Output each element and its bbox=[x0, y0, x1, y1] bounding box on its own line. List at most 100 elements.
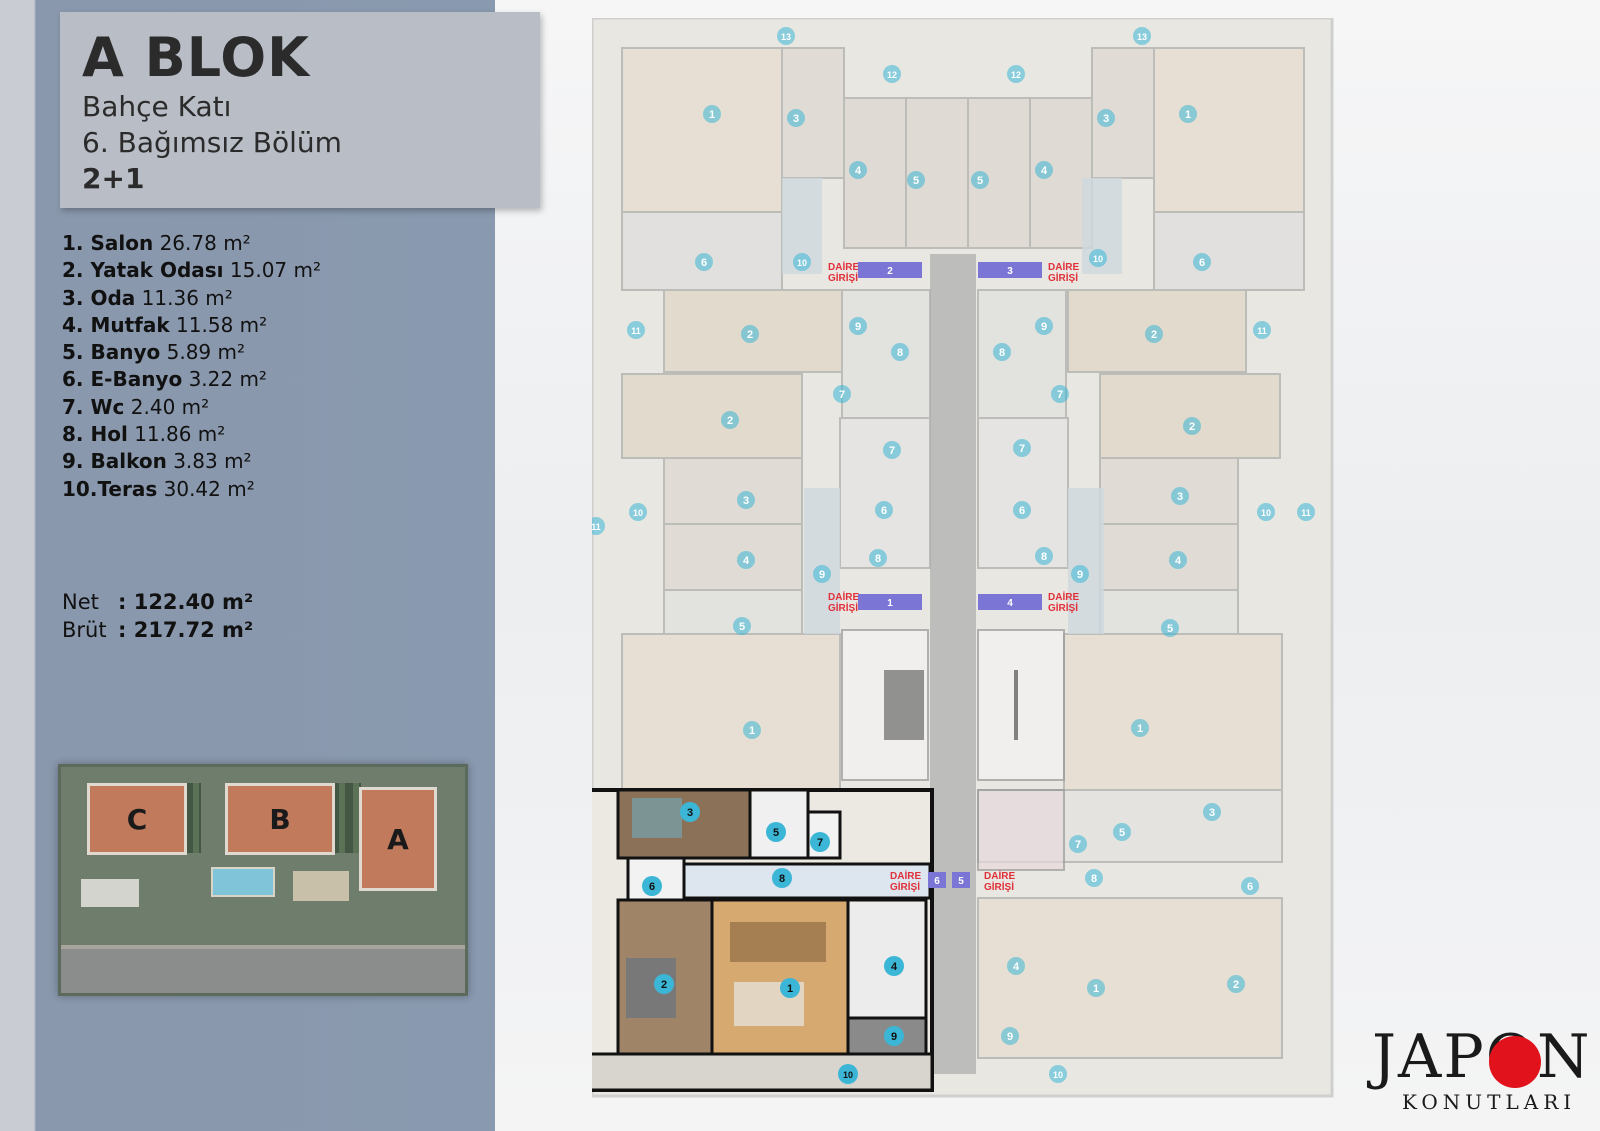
svg-text:2: 2 bbox=[1233, 979, 1239, 991]
room bbox=[977, 289, 1067, 419]
logo-red-dot bbox=[1489, 1036, 1541, 1088]
info-panel: A BLOK Bahçe Katı 6. Bağımsız Bölüm 2+1 … bbox=[0, 0, 540, 1131]
svg-text:GİRİŞİ: GİRİŞİ bbox=[890, 880, 920, 893]
svg-text:7: 7 bbox=[817, 837, 823, 849]
room bbox=[1099, 523, 1239, 591]
room-item: 6. E-Banyo 3.22 m² bbox=[62, 367, 267, 392]
tree-row bbox=[331, 783, 361, 853]
svg-text:10: 10 bbox=[1053, 1070, 1063, 1080]
gross-area: Brüt: 217.72 m² bbox=[62, 618, 254, 642]
room-number-marker: 4 bbox=[1035, 161, 1053, 179]
svg-text:7: 7 bbox=[1075, 839, 1081, 851]
corridor bbox=[804, 488, 840, 634]
room-number-marker: 3 bbox=[737, 491, 755, 509]
svg-text:3: 3 bbox=[793, 113, 799, 125]
svg-text:1: 1 bbox=[1093, 983, 1099, 995]
room-number-marker: 7 bbox=[833, 385, 851, 403]
svg-text:12: 12 bbox=[1011, 70, 1021, 80]
room bbox=[1063, 633, 1283, 791]
corridor bbox=[930, 254, 976, 1074]
unit-name: 6. Bağımsız Bölüm bbox=[82, 126, 342, 159]
svg-text:8: 8 bbox=[1091, 873, 1097, 885]
room-number-marker: 2 bbox=[1183, 417, 1201, 435]
room-number-marker: 8 bbox=[1035, 547, 1053, 565]
svg-text:GİRİŞİ: GİRİŞİ bbox=[1048, 271, 1078, 284]
logo-wordmark: JAPON bbox=[1372, 1022, 1592, 1092]
svg-text:2: 2 bbox=[727, 415, 733, 427]
corridor bbox=[1068, 488, 1104, 634]
room-number-marker: 1 bbox=[703, 105, 721, 123]
room-number-marker: 5 bbox=[766, 822, 786, 842]
svg-text:7: 7 bbox=[889, 445, 895, 457]
block-title: A BLOK bbox=[82, 26, 310, 89]
site-block-a: A bbox=[359, 787, 437, 891]
svg-text:2: 2 bbox=[887, 266, 893, 277]
room-number-marker: 9 bbox=[813, 565, 831, 583]
room-number-marker: 12 bbox=[1007, 65, 1025, 83]
svg-text:1: 1 bbox=[1185, 109, 1191, 121]
svg-text:10: 10 bbox=[633, 508, 643, 518]
room-number-marker: 6 bbox=[1193, 253, 1211, 271]
svg-text:4: 4 bbox=[1007, 598, 1013, 609]
room bbox=[621, 211, 783, 291]
room-item: 2. Yatak Odası 15.07 m² bbox=[62, 258, 322, 283]
room bbox=[621, 47, 783, 213]
room-number-marker: 2 bbox=[1145, 325, 1163, 343]
svg-text:9: 9 bbox=[819, 569, 825, 581]
room-item: 1. Salon 26.78 m² bbox=[62, 231, 251, 255]
svg-text:2: 2 bbox=[1151, 329, 1157, 341]
room bbox=[663, 457, 803, 525]
room-number-marker: 7 bbox=[1069, 835, 1087, 853]
room-number-marker: 6 bbox=[695, 253, 713, 271]
room-number-marker: 3 bbox=[1203, 803, 1221, 821]
svg-text:10: 10 bbox=[843, 1070, 853, 1080]
svg-text:GİRİŞİ: GİRİŞİ bbox=[984, 880, 1014, 893]
svg-text:11: 11 bbox=[1301, 508, 1311, 518]
svg-text:3: 3 bbox=[743, 495, 749, 507]
svg-text:9: 9 bbox=[891, 1031, 897, 1043]
svg-text:4: 4 bbox=[743, 555, 750, 567]
svg-text:7: 7 bbox=[839, 389, 845, 401]
room-number-marker: 4 bbox=[884, 956, 904, 976]
bed bbox=[632, 798, 682, 838]
room-number-marker: 9 bbox=[1001, 1027, 1019, 1045]
room-item: 5. Banyo 5.89 m² bbox=[62, 340, 245, 365]
room bbox=[1153, 211, 1305, 291]
room-number-marker: 4 bbox=[1007, 957, 1025, 975]
room-item: 9. Balkon 3.83 m² bbox=[62, 449, 252, 474]
room-number-marker: 7 bbox=[810, 832, 830, 852]
svg-text:4: 4 bbox=[1041, 165, 1048, 177]
svg-text:5: 5 bbox=[1167, 623, 1173, 635]
room-number-marker: 2 bbox=[741, 325, 759, 343]
room-number-marker: 7 bbox=[1051, 385, 1069, 403]
svg-text:6: 6 bbox=[934, 876, 940, 887]
room bbox=[1099, 373, 1281, 459]
room-number-marker: 5 bbox=[1113, 823, 1131, 841]
site-block-c: C bbox=[87, 783, 187, 855]
svg-text:DAİRE: DAİRE bbox=[1048, 260, 1079, 273]
room-number-marker: 4 bbox=[1169, 551, 1187, 569]
room-item: 4. Mutfak 11.58 m² bbox=[62, 312, 268, 337]
svg-text:5: 5 bbox=[773, 827, 779, 839]
svg-text:5: 5 bbox=[913, 175, 919, 187]
room bbox=[1099, 457, 1239, 525]
svg-text:6: 6 bbox=[1019, 505, 1025, 517]
room-number-marker: 2 bbox=[1227, 975, 1245, 993]
svg-text:DAİRE: DAİRE bbox=[984, 869, 1015, 882]
room-number-marker: 10 bbox=[1257, 503, 1275, 521]
svg-text:2: 2 bbox=[747, 329, 753, 341]
road bbox=[61, 945, 465, 993]
room-number-marker: 10 bbox=[629, 503, 647, 521]
svg-text:8: 8 bbox=[779, 873, 785, 885]
room-number-marker: 1 bbox=[1087, 979, 1105, 997]
svg-text:1: 1 bbox=[887, 598, 893, 609]
room-number-marker: 8 bbox=[869, 549, 887, 567]
unit-number-badge: 4 bbox=[978, 594, 1042, 610]
highlighted-unit[interactable] bbox=[592, 788, 934, 1092]
room-number-marker: 1 bbox=[1179, 105, 1197, 123]
svg-text:9: 9 bbox=[1077, 569, 1083, 581]
svg-text:GİRİŞİ: GİRİŞİ bbox=[1048, 601, 1078, 614]
